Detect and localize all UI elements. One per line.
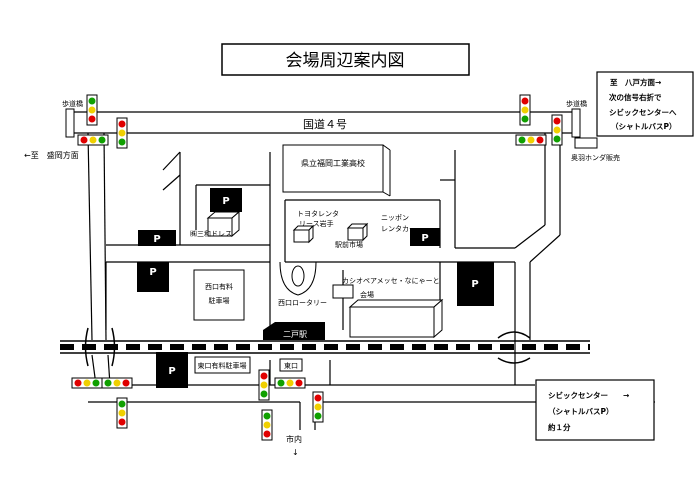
parking-lot-label: P bbox=[471, 279, 478, 290]
route-4-label: 国道４号 bbox=[303, 117, 347, 131]
parking-lot-label: P bbox=[222, 196, 229, 207]
station-label: 二戸駅 bbox=[283, 330, 307, 339]
west-rotary-label: 西口ロータリー bbox=[278, 298, 327, 307]
parking-lot-label: P bbox=[149, 267, 156, 278]
venue-label-1: カシオペアメッセ・なにゃーと bbox=[342, 277, 440, 285]
traffic-signal bbox=[551, 114, 563, 146]
traffic-signal bbox=[116, 117, 128, 149]
venue-building: カシオペアメッセ・なにゃーと 会場 bbox=[332, 277, 444, 339]
parking-lot: P bbox=[410, 228, 440, 246]
west-parking-building: 西口有料 駐車場 bbox=[193, 269, 245, 321]
toyota-rental-label-1: トヨタレンタ bbox=[297, 209, 339, 218]
traffic-signal bbox=[101, 377, 133, 389]
west-parking-label-2: 駐車場 bbox=[209, 296, 230, 305]
ouu-honda: 奥羽ホンダ販売 bbox=[571, 137, 620, 162]
traffic-signal bbox=[77, 134, 109, 146]
note-line: シビックセンターへ bbox=[609, 107, 677, 117]
west-rotary: 西口ロータリー bbox=[278, 261, 327, 307]
footbridge-left-label: 歩道橋 bbox=[62, 99, 83, 108]
footbridge-right: 歩道橋 bbox=[566, 99, 587, 138]
parking-lot-label: P bbox=[421, 233, 428, 244]
traffic-signal bbox=[261, 409, 273, 441]
kensanwa-label: ㈱三和ドレス bbox=[190, 229, 232, 238]
inner-streets bbox=[106, 133, 561, 385]
footbridge-right-label: 歩道橋 bbox=[566, 99, 587, 108]
railway bbox=[60, 340, 590, 354]
traffic-signal bbox=[71, 377, 103, 389]
traffic-signal bbox=[274, 377, 306, 389]
east-parking-building: 東口有料駐車場 bbox=[194, 356, 251, 374]
traffic-signal bbox=[519, 94, 531, 126]
traffic-signals bbox=[71, 94, 563, 441]
parking-lot: P bbox=[156, 352, 188, 388]
note-line: 次の信号右折で bbox=[609, 92, 662, 102]
venue-label-2: 会場 bbox=[360, 290, 374, 299]
east-parking-label: 東口有料駐車場 bbox=[198, 361, 247, 370]
to-morioka-label: ←至 盛岡方面 bbox=[24, 150, 79, 160]
traffic-signal bbox=[312, 391, 324, 423]
parking-lot-label: P bbox=[168, 366, 175, 377]
nippon-label-1: ニッポン bbox=[381, 214, 409, 222]
toyota-rental: トヨタレンタ リース岩手 bbox=[292, 209, 339, 244]
note-civic-center: シビックセンター → （シャトルバスP） 約１分 bbox=[535, 379, 655, 441]
to-city-label: 市内 bbox=[286, 434, 302, 444]
parking-lots: P P P P P P bbox=[137, 188, 494, 388]
honda-label: 奥羽ホンダ販売 bbox=[571, 153, 620, 162]
nippon-label-2: レンタカー bbox=[381, 224, 416, 233]
note-line: シビックセンター → bbox=[548, 390, 629, 400]
high-school-label: 県立福岡工業高校 bbox=[301, 158, 365, 168]
parking-lot: P bbox=[138, 230, 176, 246]
footbridge-left: 歩道橋 bbox=[62, 99, 83, 138]
note-line: （シャトルバスP） bbox=[548, 406, 614, 416]
nippon-rental: ニッポン レンタカー bbox=[381, 214, 416, 233]
parking-lot: P bbox=[210, 188, 242, 212]
nohe-station: 二戸駅 bbox=[263, 322, 325, 340]
map-title: 会場周辺案内図 bbox=[286, 51, 405, 71]
east-exit-label: 東口 bbox=[284, 361, 298, 370]
ekimae-market: 駅前市場 bbox=[335, 222, 369, 249]
kensanwa-dress: ㈱三和ドレス bbox=[190, 210, 241, 238]
note-hachinohe: 至 八戸方面→ 次の信号右折で シビックセンターへ （シャトルバスP） bbox=[596, 71, 694, 137]
note-line: （シャトルバスP） bbox=[611, 121, 677, 131]
parking-lot: P bbox=[137, 262, 169, 292]
underpass-right bbox=[497, 331, 531, 364]
high-school: 県立福岡工業高校 bbox=[282, 144, 391, 197]
underpass-left bbox=[84, 327, 116, 367]
traffic-signal bbox=[258, 369, 270, 401]
traffic-signal bbox=[86, 94, 98, 126]
toyota-rental-label-2: リース岩手 bbox=[299, 219, 334, 228]
parking-lot: P bbox=[457, 262, 494, 306]
ekimae-label: 駅前市場 bbox=[335, 240, 363, 249]
national-route-4: 国道４号 bbox=[72, 111, 575, 134]
traffic-signal bbox=[515, 134, 547, 146]
traffic-signal bbox=[116, 397, 128, 429]
note-line: 約１分 bbox=[548, 422, 571, 432]
title-box: 会場周辺案内図 bbox=[221, 43, 470, 76]
parking-lot-label: P bbox=[153, 234, 160, 245]
note-line: 至 八戸方面→ bbox=[610, 77, 661, 87]
to-city-arrow: ↓ bbox=[292, 448, 299, 457]
west-parking-label-1: 西口有料 bbox=[205, 282, 233, 291]
east-exit: 東口 bbox=[279, 358, 303, 372]
